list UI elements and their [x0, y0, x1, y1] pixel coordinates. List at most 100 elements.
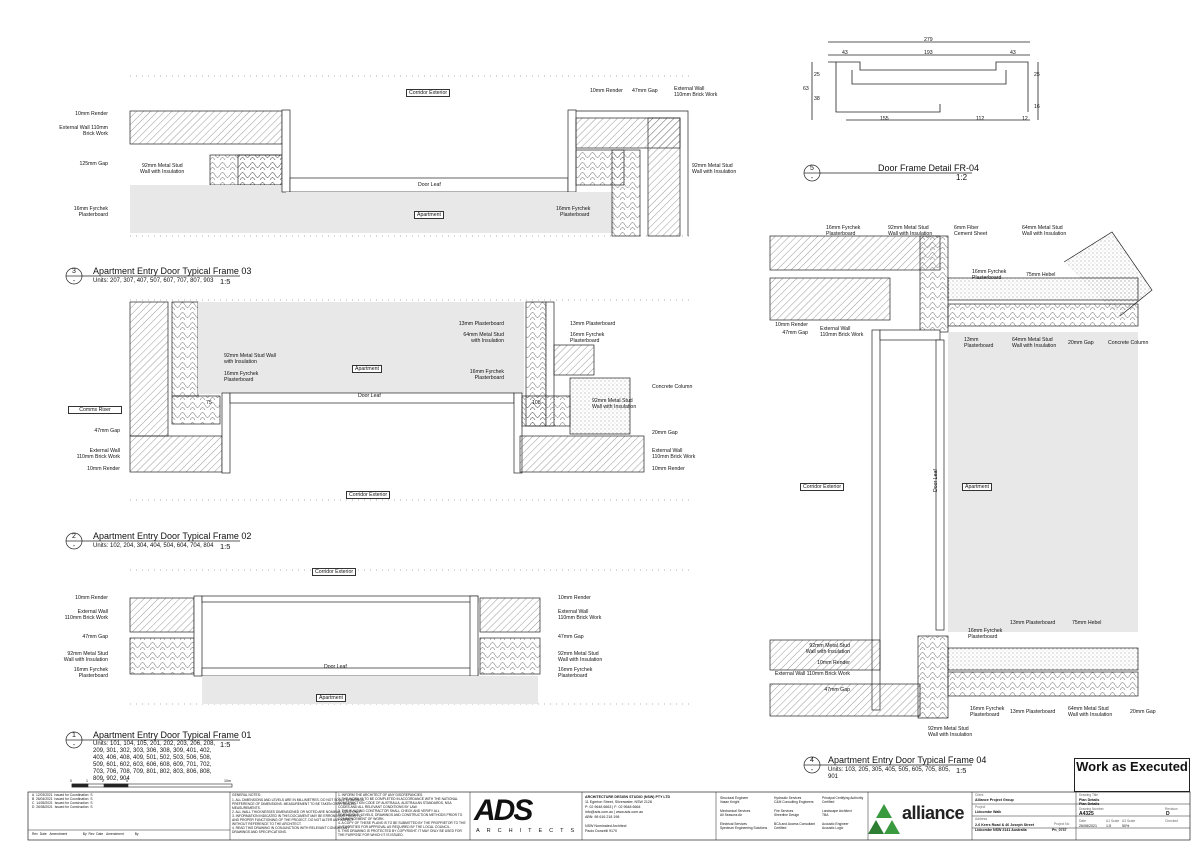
label-door-leaf-d1: Door Leaf — [324, 664, 347, 670]
dim-193: 193 — [924, 50, 933, 56]
label-gap20-d4: 20mm Gap — [1068, 340, 1094, 346]
detail-1-scale: 1:5 — [220, 740, 231, 749]
label-fyr16-d1: 16mm Fyrchek — [73, 667, 108, 673]
label-door-leaf-d3: Door Leaf — [418, 182, 441, 188]
detail-3-scale: 1:5 — [220, 277, 231, 286]
dim-43b: 43 — [1010, 50, 1016, 56]
detail-1-linework — [129, 569, 690, 705]
label-pb-d4c: Plasterboard — [968, 634, 998, 640]
label-stud92-d2: 92mm Metal Stud Wall — [224, 353, 276, 359]
label-pb-d2: Plasterboard — [224, 377, 254, 383]
detail-4-number: 4 — [810, 757, 814, 764]
label-door-leaf-d4: Door Leaf — [933, 469, 939, 492]
scale-value: 1:5 — [1106, 824, 1111, 828]
note2-1: 2. THE WORK IS TO BE COMPLETED IN ACCORD… — [338, 797, 458, 801]
detail-3-number: 3 — [72, 268, 76, 275]
detail-3-sheet: - — [72, 278, 76, 285]
nominated-architect: NSW Nominated Architect — [585, 824, 627, 828]
work-as-executed-stamp: Work as Executed — [1074, 758, 1190, 792]
label-pb-d4b: Plasterboard — [972, 275, 1002, 281]
label-pb-d1r: Plasterboard — [558, 673, 588, 679]
detail-1-units-5: 809, 902, 904 — [93, 776, 130, 782]
rev-row-c: C 14/05/2021 Issued for Construction S — [32, 801, 93, 805]
label-stud64-d4c: 64mm Metal Stud — [1068, 706, 1109, 712]
label-cement-sheet: Cement Sheet — [954, 231, 988, 237]
note2-3: CODES AND ALL RELEVANT CONDITIONS BY LAW… — [338, 805, 418, 809]
label-pb13-d2r: 13mm Plasterboard — [570, 321, 616, 327]
label-stud92-d1r: 92mm Metal Stud — [558, 651, 599, 657]
label-stud64-d4: 64mm Metal Stud — [1022, 225, 1063, 231]
label-pb13-d4c: 13mm Plasterboard — [1010, 709, 1056, 715]
label-fyr16-d3: 16mm Fyrchek — [73, 206, 108, 212]
rev-header: Rev Date Amendment By Rev Date Amendment… — [32, 832, 139, 836]
detail-2-title: Apartment Entry Door Typical Frame 02 — [93, 531, 252, 541]
label-concrete-col-d2: Concrete Column — [652, 384, 693, 390]
dim-16: 16 — [1034, 104, 1040, 110]
note2-5: DIMENSIONS, LEVELS, DRAWINGS AND CONSTRU… — [338, 813, 463, 817]
label-wallins-d4: Wall with Insulation — [888, 231, 933, 237]
detail-1-units-1: 209, 301, 302, 303, 306, 308, 309, 401, … — [93, 748, 212, 754]
label-pb13-d4: 13mm — [964, 337, 979, 343]
detail-1-units-2: 403, 406, 408, 409, 501, 502, 503, 506, … — [93, 755, 212, 761]
label-corridor-exterior-d2: Corridor Exterior — [346, 491, 391, 499]
label-pb-d2r: Plasterboard — [570, 338, 600, 344]
label-stud64-d4b: 64mm Metal Stud — [1012, 337, 1053, 343]
general-note-6: WITHOUT REFERENCE TO THE ARCHITECT. — [232, 822, 302, 826]
label-fyr16-d4: 16mm Fyrchek — [826, 225, 861, 231]
scalebar-1: 1 — [86, 779, 88, 783]
label-withins-d4c: Wall with Insulation — [1068, 712, 1113, 718]
detail-1-number: 1 — [72, 732, 76, 739]
label-render-d2r: 10mm Render — [652, 466, 685, 472]
revision-value: D — [1166, 811, 1170, 817]
general-note-1: PREFERENCE OF DIMENSIONS. MEASUREMENT TO… — [232, 802, 356, 806]
label-render-d1r: 10mm Render — [558, 595, 591, 601]
project-value: Lidcombe Walk — [975, 810, 1002, 814]
dim-75: 75 — [206, 400, 212, 406]
general-note-2: MEASUREMENTS. — [232, 806, 261, 810]
label-door-leaf-d2: Door Leaf — [358, 393, 381, 399]
label-render-d3r: 10mm Render — [590, 88, 623, 94]
note2-8: AUTHORITIES FOR APPROVAL AS REQUIRED BY … — [338, 825, 451, 829]
drawing-title-label: Drawing Title — [1079, 793, 1099, 797]
dim-25b: 25 — [1034, 72, 1040, 78]
detail-3-title: Apartment Entry Door Typical Frame 03 — [93, 266, 252, 276]
label-render-d4: 10mm Render — [775, 322, 808, 328]
scalebar-0: 0 — [70, 779, 72, 783]
alliance-logo: alliance — [902, 803, 965, 823]
label-withins-d2: with Insulation — [224, 359, 257, 365]
project-no-label: Project No — [1054, 822, 1070, 826]
dim-112: 112 — [976, 116, 985, 122]
label-wallins-d1r: Wall with Insulation — [558, 657, 603, 663]
detail-2-number: 2 — [72, 533, 76, 540]
label-corridor-exterior-d4: Corridor Exterior — [800, 483, 845, 491]
label-extwall2-d1: External Wall — [77, 609, 108, 615]
label-extwall-line-d4: External Wall 110mm Brick Work — [774, 671, 850, 677]
label-extwall2-d2r: External Wall — [652, 448, 683, 454]
label-render-d3: 10mm Render — [75, 111, 108, 117]
detail-3-units: Units: 207, 307, 407, 507, 607, 707, 807… — [93, 278, 214, 284]
label-render-d4b: 10mm Render — [817, 660, 850, 666]
note2-6: COMMENCEMENT OF WORK. — [338, 817, 385, 821]
label-wallins-d4b: Wall with Insulation — [1022, 231, 1067, 237]
detail-2-linework — [129, 299, 690, 501]
detail-3-linework — [129, 75, 690, 237]
label-gap47-d2: 47mm Gap — [94, 428, 120, 434]
label-wallins-d3: Wall with Insulation — [140, 169, 185, 175]
detail-5-number: 5 — [810, 165, 814, 172]
label-extwall2-d4: External Wall — [820, 326, 851, 332]
general-notes-title: GENERAL NOTES: — [232, 793, 261, 797]
drawing-title-1: Plan Details — [1079, 798, 1100, 802]
label-stud92-d2r: 92mm Metal Stud — [592, 398, 633, 404]
firm-web: info@ads.com.au | www.ads.com.au — [585, 810, 644, 814]
detail-4-sheet: - — [810, 767, 814, 774]
label-apartment-d2: Apartment — [352, 365, 382, 373]
label-brick110-d2r: 110mm Brick Work — [652, 454, 696, 460]
a3-scale-label: A3 Scale — [1122, 819, 1136, 823]
detail-1-title: Apartment Entry Door Typical Frame 01 — [93, 730, 252, 740]
project-no-value: Pn_0737 — [1052, 828, 1067, 832]
label-stud92-d3: 92mm Metal Stud — [142, 163, 183, 169]
label-fyr16-d4c: 16mm Fyrchek — [968, 628, 1003, 634]
label-fiber6: 6mm Fiber — [954, 225, 979, 231]
